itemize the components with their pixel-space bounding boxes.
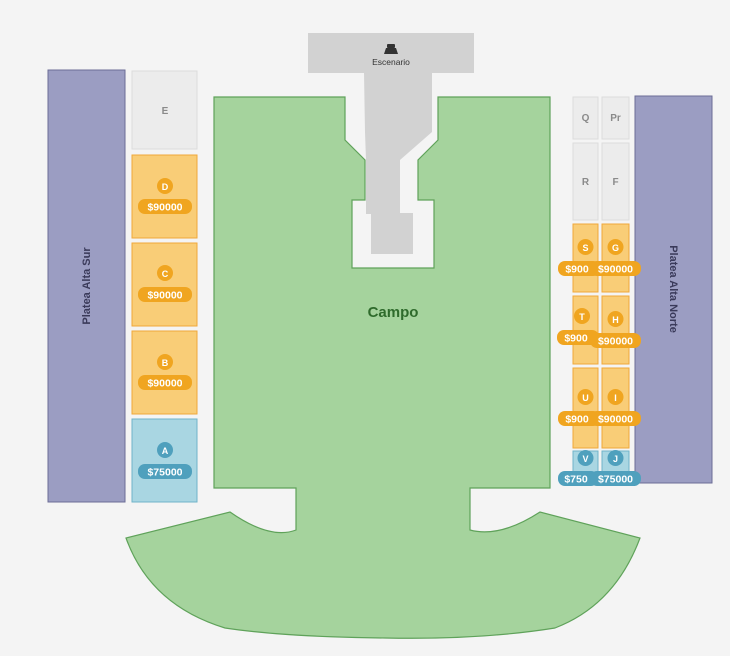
section-Pr-letter: Pr [610, 113, 621, 124]
section-Q-letter: Q [582, 113, 590, 124]
platea-alta-sur[interactable]: Platea Alta Sur [47, 69, 126, 503]
section-T[interactable]: T $900 [557, 295, 599, 365]
stage: Escenario [308, 33, 474, 254]
section-U[interactable]: U $900 [558, 367, 600, 449]
section-B-price-tag [138, 375, 192, 390]
section-V-badge [577, 450, 594, 466]
section-H-badge [607, 311, 624, 327]
section-A-block[interactable] [131, 418, 198, 503]
section-I-badge [607, 389, 624, 405]
section-D-badge [157, 178, 173, 194]
section-J-price-tag [590, 471, 641, 486]
section-C[interactable]: C $90000 [131, 242, 198, 327]
section-I-letter: I [614, 393, 617, 403]
section-U-letter: U [582, 393, 589, 403]
platea-alta-norte[interactable]: Platea Alta Norte [634, 95, 713, 484]
section-S[interactable]: S $900 [558, 223, 600, 293]
section-G-block[interactable] [601, 223, 630, 293]
section-C-letter: C [162, 269, 169, 279]
section-H[interactable]: H $90000 [590, 295, 641, 365]
section-S-price: $900 [565, 264, 589, 276]
section-U-block[interactable] [572, 367, 599, 449]
section-Pr-block [601, 96, 630, 140]
section-I-price: $90000 [598, 414, 633, 426]
section-T-letter: T [579, 312, 585, 322]
section-A-price-tag [138, 464, 192, 479]
section-D-price: $90000 [147, 202, 182, 214]
section-D-letter: D [162, 182, 169, 192]
section-T-badge [574, 308, 590, 324]
section-F: F [601, 142, 630, 221]
section-J-badge [607, 450, 624, 466]
section-B-block[interactable] [131, 330, 198, 415]
section-V-price: $750 [564, 474, 588, 486]
section-G-price: $90000 [598, 264, 633, 276]
section-U-price: $900 [565, 414, 589, 426]
section-A-price: $75000 [147, 467, 182, 479]
section-G-letter: G [612, 243, 619, 253]
platea-alta-sur-label: Platea Alta Sur [81, 247, 93, 325]
section-B[interactable]: B $90000 [131, 330, 198, 415]
platea-alta-norte-label: Platea Alta Norte [667, 245, 679, 333]
section-G[interactable]: G $90000 [590, 223, 641, 293]
platea-alta-norte-block[interactable] [634, 95, 713, 484]
section-T-price-tag [557, 330, 599, 345]
section-T-price: $900 [564, 333, 588, 345]
section-V[interactable]: V $750 [558, 450, 599, 486]
section-G-price-tag [590, 261, 641, 276]
section-H-price-tag [590, 333, 641, 348]
section-Pr: Pr [601, 96, 630, 140]
stage-label: Escenario [372, 57, 410, 67]
section-E: E [131, 70, 198, 150]
section-S-price-tag [558, 261, 600, 276]
section-Q: Q [572, 96, 599, 140]
section-S-letter: S [582, 243, 588, 253]
section-C-block[interactable] [131, 242, 198, 327]
section-S-badge [577, 239, 594, 255]
section-D-block[interactable] [131, 154, 198, 239]
section-U-price-tag [558, 411, 600, 426]
section-J-letter: J [613, 454, 618, 464]
section-C-price-tag [138, 287, 192, 302]
section-B-letter: B [162, 358, 169, 368]
section-J[interactable]: J $75000 [590, 450, 641, 486]
section-A-letter: A [162, 446, 169, 456]
section-S-block[interactable] [572, 223, 599, 293]
section-G-badge [607, 239, 624, 255]
section-D[interactable]: D $90000 [131, 154, 198, 239]
spotlight-icon [384, 44, 398, 54]
section-B-badge [157, 354, 173, 370]
section-H-block[interactable] [601, 295, 630, 365]
section-I-price-tag [590, 411, 641, 426]
section-C-badge [157, 265, 173, 281]
section-E-letter: E [162, 106, 169, 117]
section-A-badge [157, 442, 173, 458]
campo-area[interactable] [125, 96, 641, 639]
section-U-badge [577, 389, 594, 405]
section-E-block [131, 70, 198, 150]
section-H-letter: H [612, 315, 619, 325]
section-R-block [572, 142, 599, 221]
section-Q-block [572, 96, 599, 140]
section-F-block [601, 142, 630, 221]
section-V-letter: V [582, 454, 588, 464]
section-R-letter: R [582, 177, 590, 188]
section-V-price-tag [558, 471, 598, 486]
section-D-price-tag [138, 199, 192, 214]
section-F-letter: F [612, 177, 618, 188]
campo-label: Campo [368, 304, 419, 321]
section-A[interactable]: A $75000 [131, 418, 198, 503]
stage-shape [308, 33, 474, 214]
section-H-price: $90000 [598, 336, 633, 348]
section-I-block[interactable] [601, 367, 630, 449]
section-C-price: $90000 [147, 290, 182, 302]
section-J-price: $75000 [598, 474, 633, 486]
stage-runway-end [371, 213, 413, 254]
section-I[interactable]: I $90000 [590, 367, 641, 449]
platea-alta-sur-block[interactable] [47, 69, 126, 503]
section-R: R [572, 142, 599, 221]
section-B-price: $90000 [147, 378, 182, 390]
